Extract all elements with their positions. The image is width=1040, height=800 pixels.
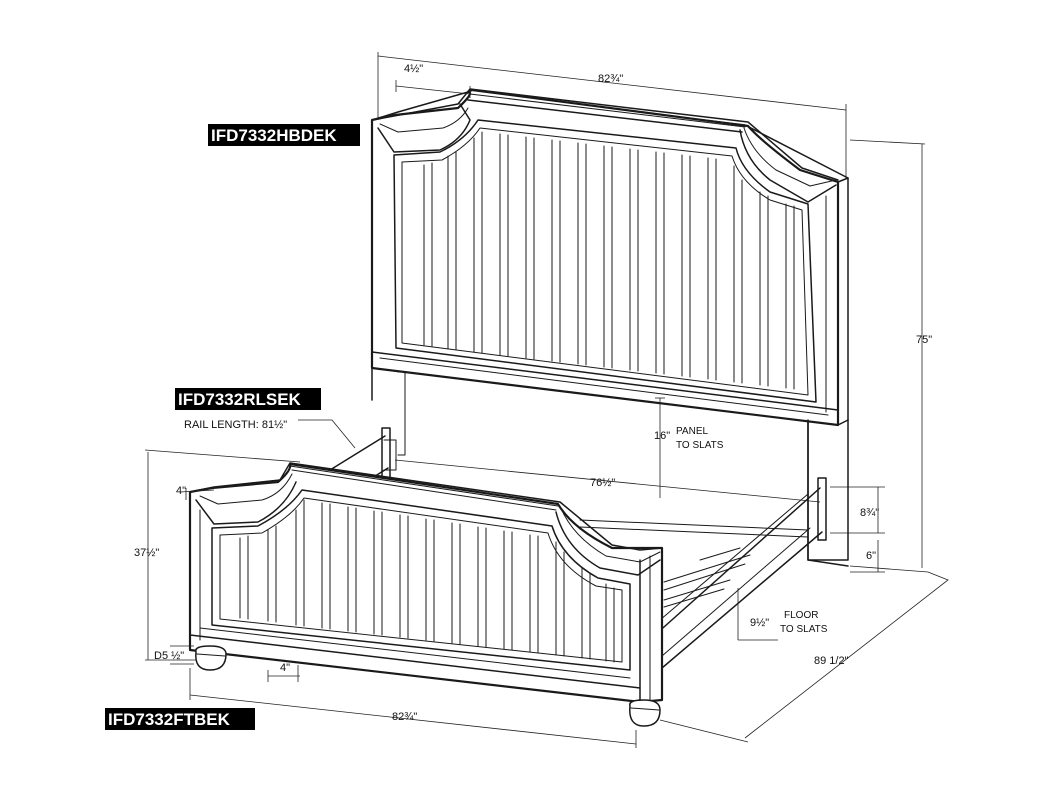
- dim-panel-to-slats-line1: PANEL: [676, 426, 708, 437]
- footboard-label-bg: [105, 708, 255, 730]
- dimension-lines: [144, 52, 949, 748]
- footboard-grooves: [239, 499, 615, 663]
- dim-hb-height: 75": [916, 334, 932, 346]
- dim-floor-to-slats-line1: FLOOR: [784, 610, 818, 621]
- dim-rail-bottom: 6": [866, 550, 876, 562]
- dim-fb-foot-depth: D5 ½": [154, 650, 184, 662]
- dim-panel-to-slats-value: 16": [654, 430, 670, 442]
- dim-overall-length: 89 1/2": [814, 655, 849, 667]
- dimension-labels: 4½" 82¾" 75" RAIL LENGTH: 81½" 16" PANEL…: [134, 63, 932, 723]
- headboard-grooves: [423, 131, 795, 390]
- side-rails: [329, 427, 827, 669]
- headboard-label: IFD7332HBDEK: [211, 126, 337, 145]
- dim-inner-width: 76½": [590, 477, 615, 489]
- part-labels: IFD7332HBDEK IFD7332RLSEK IFD7332FTBEK: [105, 124, 360, 730]
- dim-fb-width: 82¾": [392, 711, 417, 723]
- dim-fb-leg: 4": [280, 662, 290, 674]
- dim-panel-to-slats-line2: TO SLATS: [676, 440, 724, 451]
- dim-floor-to-slats-line2: TO SLATS: [780, 624, 828, 635]
- headboard: [370, 88, 849, 567]
- footboard: [188, 462, 664, 727]
- dim-hb-post-width: 4½": [404, 63, 423, 75]
- headboard-label-bg: [208, 124, 360, 146]
- dim-rail-height: 8¾": [860, 507, 879, 519]
- bun-feet: [195, 645, 661, 727]
- footboard-label: IFD7332FTBEK: [108, 710, 231, 729]
- dim-hb-width: 82¾": [598, 73, 623, 85]
- dim-fb-height: 37½": [134, 547, 159, 559]
- rails-label-bg: [175, 388, 321, 410]
- dim-fb-post-width: 4": [176, 485, 186, 497]
- rails-label: IFD7332RLSEK: [178, 390, 302, 409]
- dim-rail-length: RAIL LENGTH: 81½": [184, 419, 287, 431]
- dim-floor-to-slats-value: 9½": [750, 617, 769, 629]
